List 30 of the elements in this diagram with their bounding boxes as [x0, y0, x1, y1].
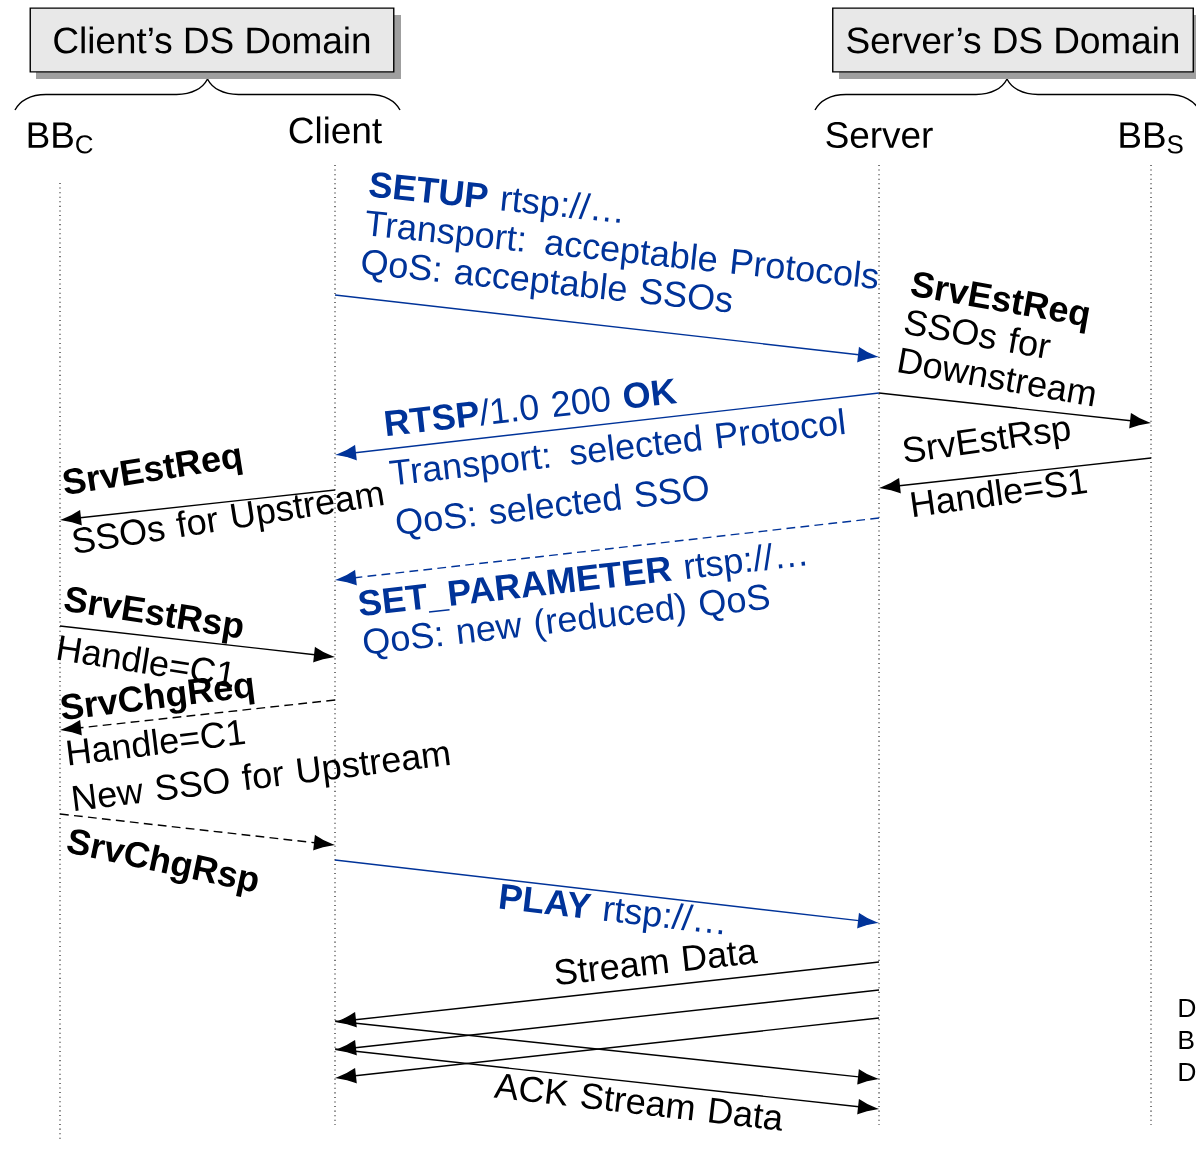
lifeline — [878, 164, 880, 1126]
domain-box: Server’s DS Domain — [832, 7, 1196, 79]
side-letter: D — [1179, 998, 1196, 1018]
participant-label: BB$_{C}$ — [28, 122, 93, 154]
participant-label: Client — [289, 116, 382, 144]
edge-label: ACK Stream Data — [493, 1073, 782, 1131]
message-arrow — [337, 392, 880, 461]
message-arrow — [337, 989, 880, 1056]
participant-label: BB$_{S}$ — [1120, 122, 1183, 154]
message-arrow — [334, 1048, 877, 1115]
participant-label: Server — [826, 121, 933, 149]
edge-label: SETUP rtsp://… Transport: acceptable Protocols QoS: acceptable SSOs — [362, 172, 878, 313]
message-arrow — [334, 859, 877, 928]
domain-box: Client’s DS Domain — [29, 7, 401, 79]
lifeline — [1150, 164, 1152, 1126]
edge-label: SrvEstRsp Handle=S1 — [904, 421, 1088, 518]
message-arrow — [62, 699, 336, 736]
message-arrow — [878, 392, 1149, 429]
message-arrow — [59, 625, 333, 663]
message-arrow — [59, 813, 333, 851]
side-letter: D — [1179, 1062, 1196, 1082]
message-arrow — [337, 961, 880, 1028]
message-arrow — [334, 294, 877, 363]
edge-label: PLAY rtsp://… — [499, 884, 723, 935]
edge-label: Stream Data — [555, 942, 759, 985]
message-arrow — [881, 457, 1152, 494]
message-arrow — [62, 489, 336, 526]
lifeline — [334, 164, 336, 1126]
message-arrow — [337, 517, 880, 586]
side-letter: B — [1179, 1030, 1194, 1050]
